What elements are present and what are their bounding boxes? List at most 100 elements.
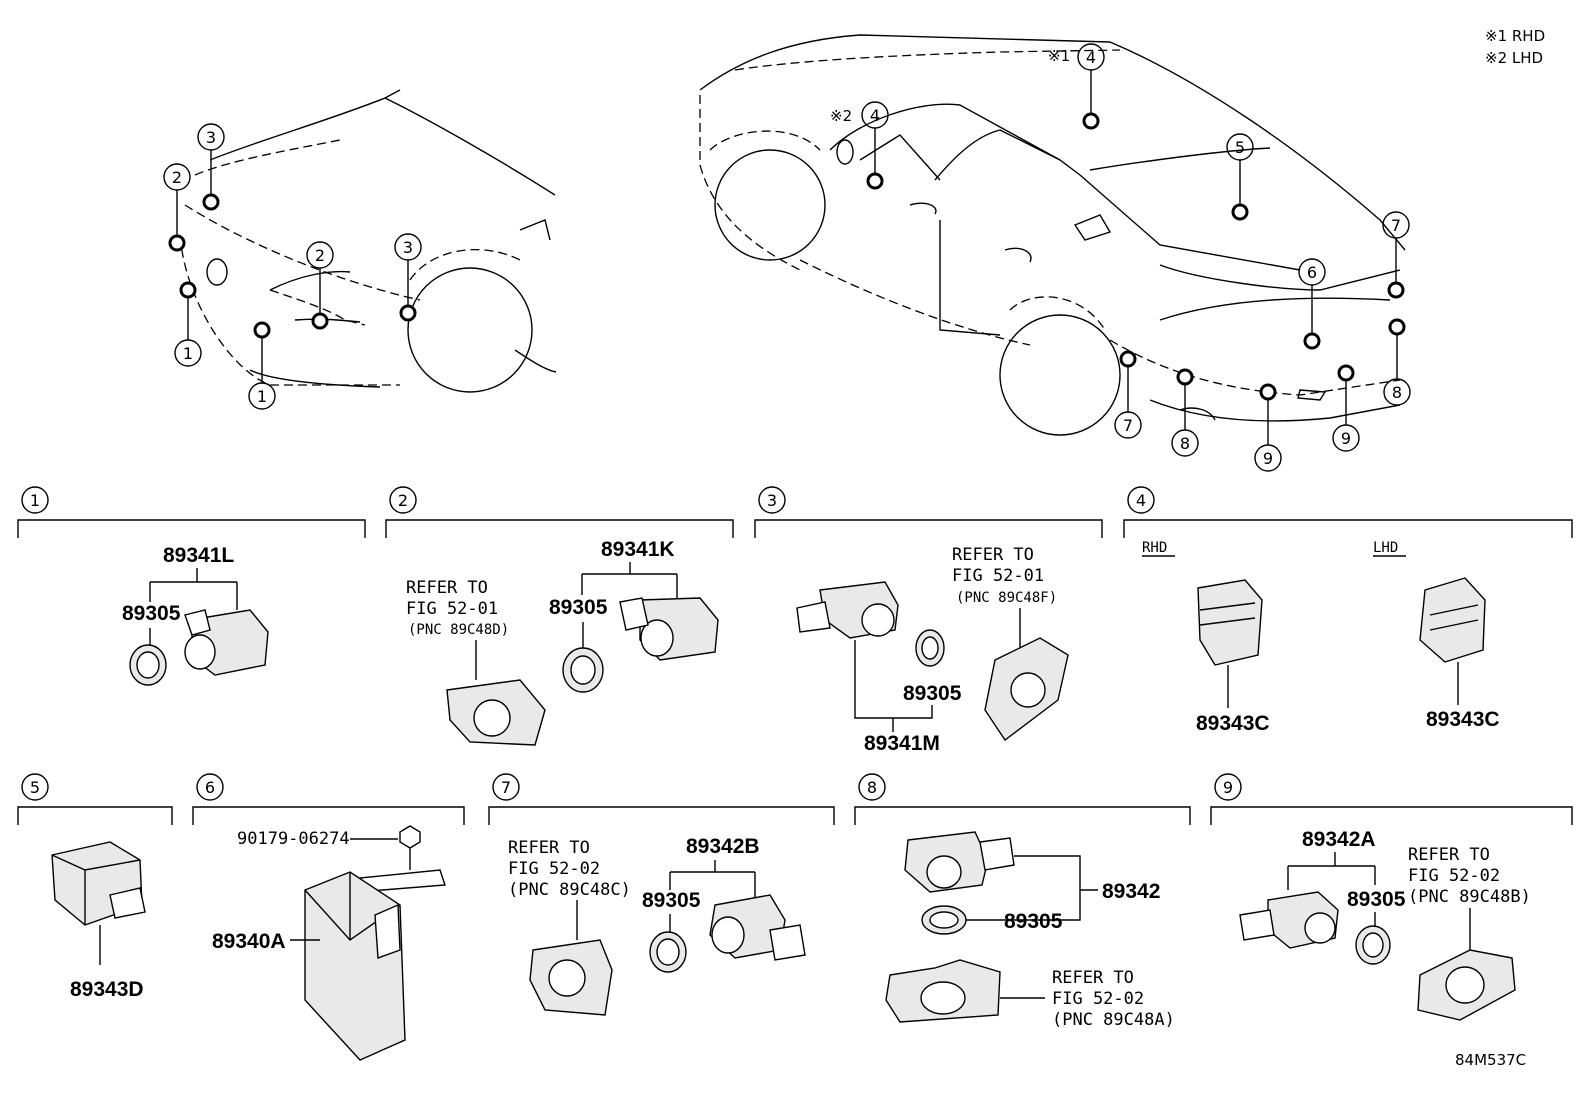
section-7-sensor-face [711, 916, 745, 954]
section-7-refer: REFER TO [508, 838, 590, 858]
section-8-ring-number: 89305 [1004, 910, 1063, 933]
section-5-part-edges [51, 854, 141, 925]
section-9-ring-number: 89305 [1347, 888, 1406, 911]
section-9-number: 9 [1223, 778, 1233, 797]
section-4-number: 4 [1136, 491, 1146, 510]
svg-text:4: 4 [870, 106, 880, 125]
section-2-number-circle [389, 486, 417, 514]
section-8-number-circle [858, 773, 886, 801]
rear-front-arch [709, 130, 821, 151]
rear-door-handle [1004, 247, 1032, 263]
rear-taillight [1159, 297, 1391, 321]
section-7-ring-inner [656, 938, 680, 966]
front-callout-2b: 2 [306, 241, 334, 269]
section-5-part-connector [109, 887, 146, 919]
rear-rear-wheel [999, 314, 1121, 436]
section-1: 1 89341L 89305 [17, 486, 366, 686]
rear-callout-9a: 9 [1254, 444, 1282, 472]
rear-sensor-dot-7b [1387, 281, 1405, 299]
section-9-fig: FIG 52-02 [1408, 866, 1500, 886]
section-5-number-circle [21, 773, 49, 801]
rear-sensor-dot-5 [1231, 203, 1249, 221]
section-2-number: 2 [398, 491, 408, 510]
section-2-assembly-number: 89341K [601, 538, 675, 561]
figure-code: 84M537C [1455, 1051, 1526, 1069]
section-2-assembly-bracket [581, 562, 678, 605]
section-3-assembly-number: 89341M [864, 732, 940, 755]
section-3-number: 3 [767, 491, 777, 510]
rear-front-handle [909, 202, 937, 215]
section-3-ring-number: 89305 [903, 682, 962, 705]
section-2-pnc: (PNC 89C48D) [408, 622, 509, 638]
section-5-bracket [17, 806, 173, 825]
front-lower-lip [249, 369, 381, 388]
rear-roof-slope [1109, 41, 1406, 251]
rear-front-end [699, 95, 801, 271]
section-7-ring-number: 89305 [642, 889, 701, 912]
rear-sensor-dot-8a [1176, 368, 1194, 386]
rear-fuel-lid [1073, 214, 1112, 241]
rear-rear-arch [1009, 296, 1106, 331]
section-1-number: 1 [30, 491, 40, 510]
section-9-sensor-face [1304, 912, 1336, 944]
section-6-number: 6 [205, 778, 215, 797]
rear-window-line [829, 103, 1081, 176]
svg-text:7: 7 [1391, 216, 1401, 235]
section-7-number: 7 [501, 778, 511, 797]
rear-sensor-dot-9a [1259, 383, 1277, 401]
section-8-number: 8 [867, 778, 877, 797]
front-callout-1b: 1 [248, 382, 276, 410]
rear-roof-dash [734, 49, 1121, 71]
svg-text:8: 8 [1392, 383, 1402, 402]
section-7-bracket [488, 806, 835, 825]
rear-note-mark-1: ※1 [1048, 47, 1070, 65]
section-9: 9 89342A 89305 REFER TO FIG 52-02 (PNC 8… [1210, 773, 1573, 1021]
section-8-bezel-hole [920, 981, 966, 1015]
rear-sensor-dot-6 [1303, 332, 1321, 350]
rear-callout-7b: 7 [1382, 211, 1410, 239]
section-8-assembly-number: 89342 [1102, 880, 1160, 903]
section-8-refer: REFER TO [1052, 968, 1134, 988]
front-car-view: 1 1 2 2 3 3 [163, 89, 557, 410]
section-7: 7 REFER TO FIG 52-02 (PNC 89C48C) 89342B… [488, 773, 835, 1016]
section-4-lhd-part-number: 89343C [1426, 708, 1500, 731]
legend-note-rhd: ※1 RHD [1485, 27, 1545, 45]
rear-sensor-dot-7a [1119, 350, 1137, 368]
svg-text:2: 2 [172, 168, 182, 187]
front-sill [514, 349, 557, 373]
section-8-fig: FIG 52-02 [1052, 989, 1144, 1009]
section-9-sensor-connector [1239, 909, 1275, 941]
section-2-refer: REFER TO [406, 578, 488, 598]
front-wheel-arch [409, 248, 521, 281]
svg-text:3: 3 [206, 128, 216, 147]
section-4-rhd-part-detail [1199, 602, 1256, 626]
section-4-rhd-part-number: 89343C [1196, 712, 1270, 735]
svg-text:8: 8 [1180, 434, 1190, 453]
section-9-refer: REFER TO [1408, 845, 1490, 865]
rear-exhaust-left [1179, 407, 1216, 421]
front-hood-dash [194, 139, 341, 176]
section-2-bezel-hole [473, 699, 511, 737]
section-3-fig: FIG 52-01 [952, 566, 1044, 586]
rear-sensor-dot-9b [1337, 364, 1355, 382]
svg-text:7: 7 [1123, 416, 1133, 435]
rear-callout-8a: 8 [1171, 429, 1199, 457]
section-9-ring-inner [1362, 932, 1384, 958]
section-9-number-circle [1214, 773, 1242, 801]
section-1-bracket [17, 519, 366, 538]
section-3-number-circle [758, 486, 786, 514]
front-hood-edge [209, 89, 401, 161]
svg-text:3: 3 [403, 238, 413, 257]
section-1-sensor-connector [184, 609, 211, 636]
section-7-sensor-connector [769, 924, 806, 961]
section-9-assembly-number: 89342A [1302, 828, 1376, 851]
section-9-bracket [1210, 806, 1573, 825]
section-1-sensor-face [184, 634, 216, 670]
section-1-ring-inner [136, 651, 160, 679]
section-4-lhd-part-detail [1429, 604, 1479, 631]
svg-text:1: 1 [257, 387, 267, 406]
rear-callout-4a: 4 [1077, 43, 1105, 71]
section-4-lhd-part [1419, 577, 1486, 663]
front-emblem [206, 258, 228, 286]
